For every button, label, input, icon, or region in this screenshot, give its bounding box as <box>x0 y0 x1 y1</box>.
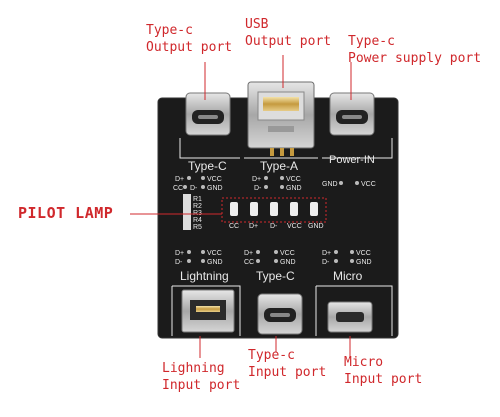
pin-gnd-tr: GND <box>322 181 338 188</box>
callout-micro-input: Micro Input port <box>344 354 422 388</box>
pin-cc-tl: CC <box>173 185 183 192</box>
lightning-input-connector <box>181 289 235 333</box>
pin-gnd-bl: GND <box>207 259 223 266</box>
lamp-label-vcc: VCC <box>287 223 302 230</box>
callout-usb-output-line2: Output port <box>245 34 332 49</box>
pin-dminus-tm: D- <box>254 185 262 192</box>
pin-vcc-tl: VCC <box>207 176 222 183</box>
pin-dplus-br: D+ <box>322 250 331 257</box>
pilot-lamp-outline <box>221 197 327 223</box>
callout-typec-power: Type-c Power supply port <box>348 33 481 67</box>
pin-cc-bm: CC <box>244 259 254 266</box>
lamp-label-dminus: D- <box>270 223 278 230</box>
label-typec-bottom: Type-C <box>256 269 295 283</box>
label-typea-top: Type-A <box>260 159 298 173</box>
resistor-column: R1 R2 R3 R4 R5 <box>183 194 202 231</box>
micro-input-connector <box>327 301 373 333</box>
pin-vcc-tr: VCC <box>361 181 376 188</box>
typec-input-connector <box>257 293 303 335</box>
callout-micro-input-line2: Input port <box>344 372 423 387</box>
callout-typec-output: Type-c Output port <box>146 22 232 56</box>
resistor-r5: R5 <box>193 224 202 231</box>
callout-typec-input: Type-c Input port <box>248 347 326 381</box>
usb-a-output-connector <box>247 81 315 156</box>
label-lightning: Lightning <box>180 269 229 283</box>
callout-usb-output-line1: USB <box>245 17 269 32</box>
lamp-label-cc: CC <box>229 223 239 230</box>
pin-dplus-tm: D+ <box>252 176 261 183</box>
pin-vcc-bm: VCC <box>280 250 295 257</box>
typec-power-connector <box>329 92 375 136</box>
callout-typec-input-line2: Input port <box>248 365 327 380</box>
callout-lightning-input-line2: Input port <box>162 378 241 393</box>
pin-gnd-tm: GND <box>286 185 302 192</box>
callout-pilot-lamp: PILOT LAMP <box>18 205 113 222</box>
callout-lightning-input: Lighning Input port <box>162 360 240 394</box>
callout-lines <box>130 55 352 358</box>
pin-gnd-br: GND <box>356 259 372 266</box>
callout-usb-output: USB Output port <box>245 16 331 50</box>
lamp-label-dplus: D+ <box>249 223 258 230</box>
callout-typec-power-line2: Power supply port <box>348 51 482 66</box>
callout-micro-input-line1: Micro <box>344 355 384 370</box>
pin-gnd-bm: GND <box>280 259 296 266</box>
callout-typec-output-line2: Output port <box>146 40 233 55</box>
pin-dminus-bl: D- <box>175 259 183 266</box>
label-micro: Micro <box>333 269 363 283</box>
callout-typec-input-line1: Type-c <box>248 348 295 363</box>
pin-dminus-br: D- <box>322 259 330 266</box>
pilot-lamps <box>230 202 318 216</box>
pin-gnd-tl: GND <box>207 185 223 192</box>
pin-dplus-bl: D+ <box>175 250 184 257</box>
label-power-in: Power-IN <box>329 154 375 166</box>
typec-output-connector <box>185 92 231 136</box>
pin-dplus-bm: D+ <box>244 250 253 257</box>
pin-vcc-br: VCC <box>356 250 371 257</box>
pin-dplus-tl: D+ <box>175 176 184 183</box>
callout-typec-output-line1: Type-c <box>146 23 193 38</box>
pin-dminus-tl: D- <box>190 185 198 192</box>
lamp-label-gnd: GND <box>308 223 324 230</box>
pin-vcc-bl: VCC <box>207 250 222 257</box>
pin-vcc-tm: VCC <box>286 176 301 183</box>
callout-typec-power-line1: Type-c <box>348 34 395 49</box>
resistor-r4: R4 <box>193 217 202 224</box>
label-typec-top: Type-C <box>188 159 227 173</box>
resistor-r1: R1 <box>193 196 202 203</box>
callout-pilot-lamp-text: PILOT LAMP <box>18 204 114 222</box>
callout-lightning-input-line1: Lighning <box>162 361 225 376</box>
resistor-r2: R2 <box>193 203 202 210</box>
